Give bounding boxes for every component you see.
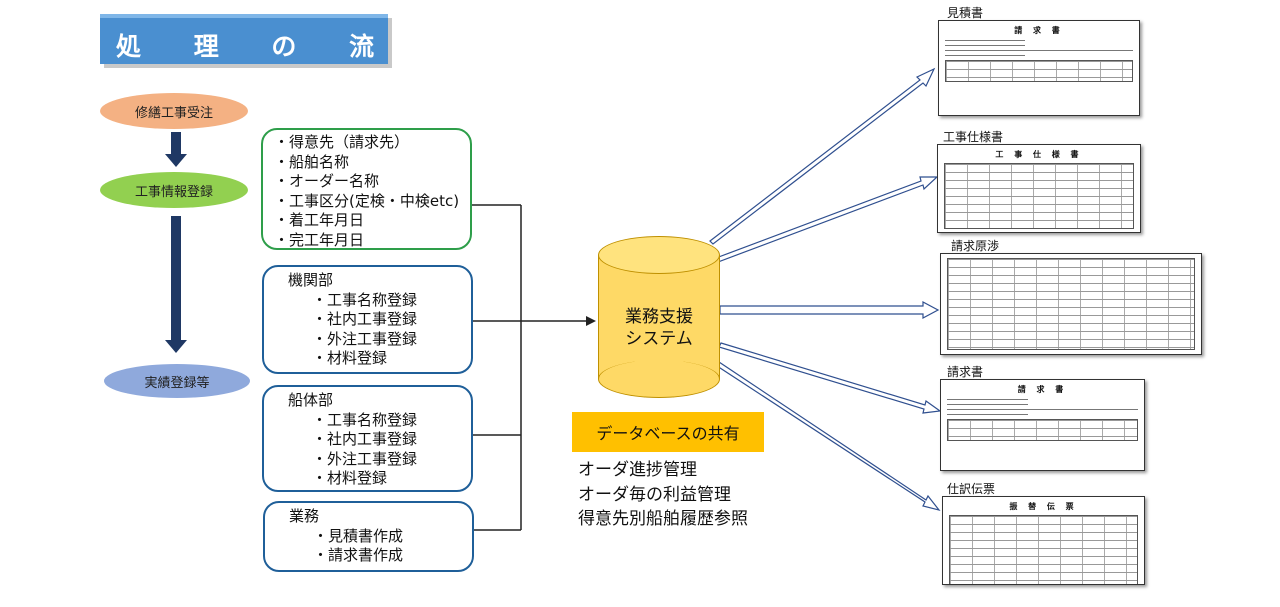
down-arrow-icon bbox=[171, 132, 181, 154]
system-label: 業務支援 システム bbox=[625, 307, 693, 349]
doc-thumbnail-estimate: 請 求 書 bbox=[938, 20, 1140, 116]
arrowhead-icon bbox=[165, 154, 187, 167]
business-item: ・見積書作成 bbox=[313, 526, 404, 545]
engine-item: ・材料登録 bbox=[312, 349, 388, 368]
customer-item: ・着工年月日 bbox=[274, 211, 365, 230]
hull-dept-box: 船体部 ・工事名称登録 ・社内工事登録 ・外注工事登録 ・材料登録 bbox=[262, 385, 473, 492]
page-title: 処 理 の 流 れ bbox=[100, 14, 452, 64]
customer-item: ・工事区分(定検・中検etc) bbox=[274, 191, 460, 210]
doc-thumbnail-journal-slip: 振 替 伝 票 bbox=[942, 496, 1145, 585]
doc-label-invoice: 請求書 bbox=[947, 365, 984, 379]
hull-item: ・材料登録 bbox=[312, 469, 388, 488]
customer-info-box: ・得意先（請求先） ・船舶名称 ・オーダー名称 ・工事区分(定検・中検etc) … bbox=[261, 128, 472, 250]
down-arrow-icon bbox=[171, 216, 181, 340]
hull-item: ・工事名称登録 bbox=[312, 410, 418, 429]
flow-step-results-registration: 実績登録等 bbox=[104, 364, 250, 398]
doc-thumbnail-billing-ledger bbox=[940, 253, 1202, 355]
customer-item: ・船舶名称 bbox=[274, 152, 350, 171]
doc-label-estimate: 見積書 bbox=[947, 6, 984, 20]
engine-heading: 機関部 bbox=[288, 271, 334, 289]
business-heading: 業務 bbox=[289, 507, 320, 525]
hull-heading: 船体部 bbox=[288, 391, 334, 409]
business-box: 業務 ・見積書作成 ・請求書作成 bbox=[263, 501, 474, 572]
management-item: 得意先別船舶履歴参照 bbox=[578, 509, 748, 529]
doc-thumbnail-invoice: 請 求 書 bbox=[940, 379, 1145, 471]
doc-label-billing-ledger: 請求原渉 bbox=[951, 239, 1000, 253]
business-item: ・請求書作成 bbox=[313, 546, 404, 565]
doc-label-work-spec: 工事仕様書 bbox=[943, 130, 1004, 144]
engine-item: ・工事名称登録 bbox=[312, 290, 418, 309]
engine-item: ・社内工事登録 bbox=[312, 310, 418, 329]
management-features: オーダ進捗管理 オーダ毎の利益管理 得意先別船舶履歴参照 bbox=[578, 458, 748, 532]
flow-step-work-info-registration: 工事情報登録 bbox=[100, 172, 248, 208]
management-item: オーダ毎の利益管理 bbox=[578, 484, 731, 505]
database-cylinder: 業務支援 システム bbox=[598, 236, 720, 398]
doc-thumbnail-work-spec: 工 事 仕 様 書 bbox=[937, 144, 1141, 233]
engine-item: ・外注工事登録 bbox=[312, 329, 418, 348]
customer-item: ・得意先（請求先） bbox=[274, 133, 410, 151]
hull-item: ・外注工事登録 bbox=[312, 449, 418, 468]
hull-item: ・社内工事登録 bbox=[312, 430, 418, 449]
management-item: オーダ進捗管理 bbox=[578, 460, 697, 480]
customer-item: ・オーダー名称 bbox=[274, 172, 380, 191]
doc-label-journal-slip: 仕訳伝票 bbox=[947, 482, 996, 496]
engine-dept-box: 機関部 ・工事名称登録 ・社内工事登録 ・外注工事登録 ・材料登録 bbox=[262, 265, 473, 374]
customer-item: ・完工年月日 bbox=[274, 230, 365, 249]
flow-step-order-received: 修繕工事受注 bbox=[100, 93, 248, 129]
database-share-label: データベースの共有 bbox=[572, 412, 764, 452]
database-icon bbox=[598, 236, 720, 274]
arrowhead-icon bbox=[165, 340, 187, 353]
